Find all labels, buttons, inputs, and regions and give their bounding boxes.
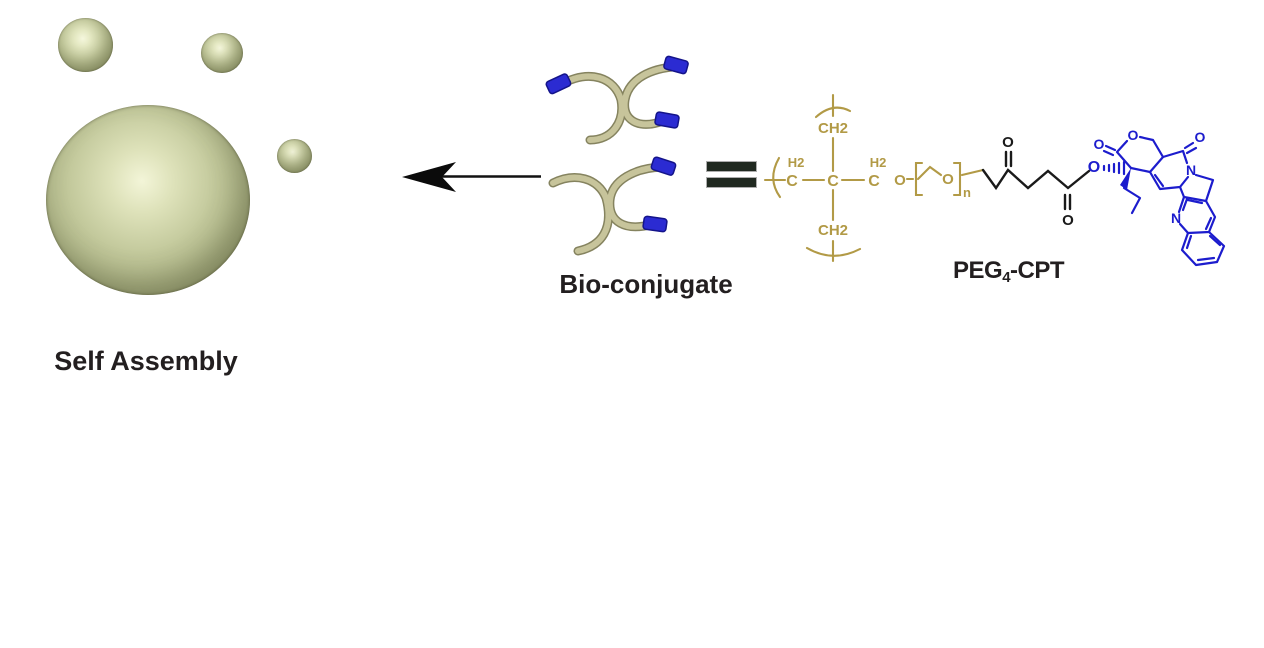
nanoparticle-small-1 [58, 18, 113, 72]
conjugate-molecule-top [545, 55, 689, 145]
atom-label-o-repeat: O [942, 171, 954, 188]
peg-core: CH2 C CH2 C H2 C H2 O O n [763, 93, 985, 263]
camptothecin: O O O N O N [1088, 127, 1226, 267]
cpt-cap-icon [654, 111, 680, 129]
atom-label-carbonyl-o-left: O [1094, 136, 1105, 152]
atom-label-n1: N [1186, 162, 1196, 178]
atom-label-ester-o: O [1088, 159, 1100, 176]
atom-label-carbonyl-o-right: O [1195, 129, 1206, 145]
atom-label-c-left: C [786, 173, 798, 190]
conjugate-molecule-bottom [548, 156, 677, 256]
atom-label-h2-right: H2 [870, 155, 887, 170]
atom-label-ring-o: O [1128, 127, 1139, 143]
succinate-linker: O O [981, 134, 1091, 229]
cpt-cap-icon [663, 55, 689, 75]
peg4-cpt-label-subscript: 4 [1002, 269, 1011, 286]
atom-label-ch2-bottom: CH2 [818, 222, 848, 239]
cpt-cap-icon [650, 156, 677, 176]
peg4-cpt-structure: CH2 C CH2 C H2 C H2 O O n O O O [763, 93, 1226, 267]
bio-conjugate-molecules [545, 55, 689, 256]
left-arrow-icon [402, 162, 541, 192]
nanoparticle-small-3 [277, 139, 312, 173]
peg4-cpt-label-cpt: -CPT [1010, 257, 1065, 284]
atom-label-o-link: O [894, 172, 906, 189]
atom-label-c-center: C [827, 173, 839, 190]
nanoparticle-large [46, 105, 250, 295]
atom-label-h2-left: H2 [788, 155, 805, 170]
atom-label-ketone-o: O [1002, 134, 1014, 151]
self-assembly-label: Self Assembly [54, 346, 238, 376]
atom-label-ch2-top: CH2 [818, 120, 848, 137]
atom-label-n2: N [1171, 210, 1181, 226]
atom-label-c-right: C [868, 173, 880, 190]
peg4-cpt-label: PEG4-CPT [953, 257, 1093, 286]
repeat-subscript-n: n [963, 185, 971, 200]
cpt-cap-icon [545, 73, 572, 95]
atom-label-ester-o-down: O [1062, 212, 1074, 229]
peg4-cpt-label-peg: PEG [953, 257, 1003, 284]
cpt-cap-icon [642, 215, 668, 233]
bio-conjugate-label: Bio-conjugate [559, 269, 733, 299]
nanoparticle-small-2 [201, 33, 243, 73]
